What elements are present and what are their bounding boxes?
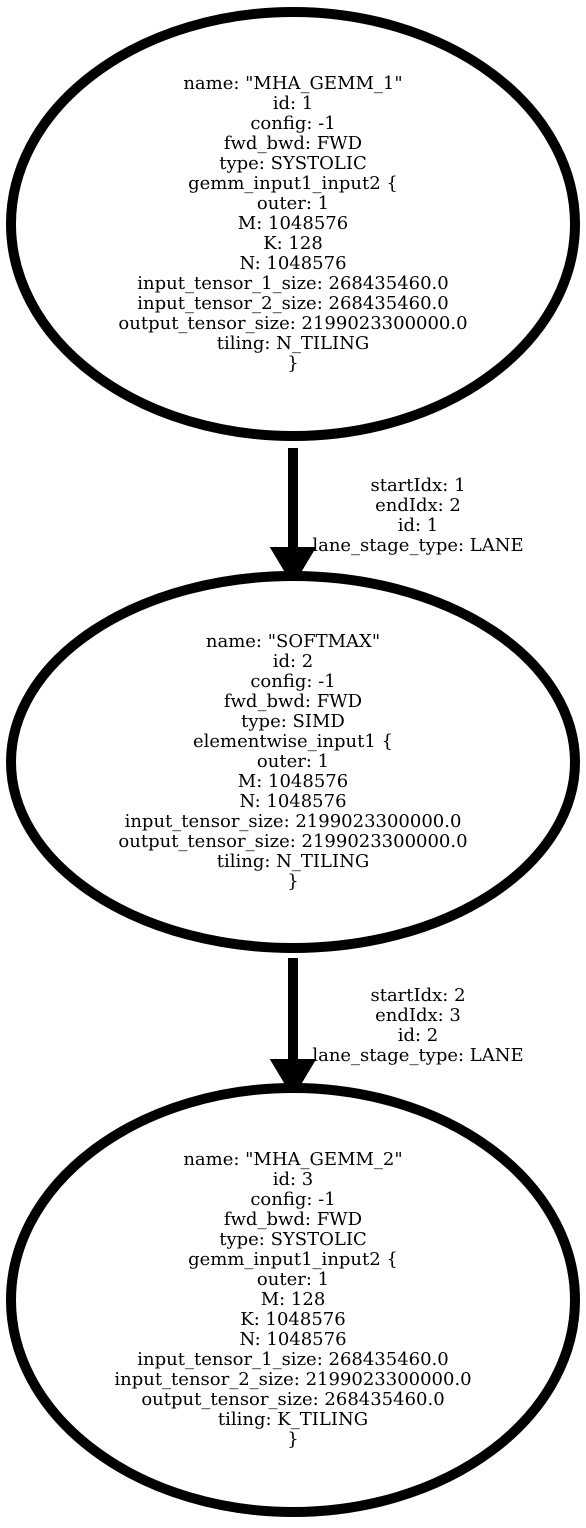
node-label-line: input_tensor_2_size: 268435460.0 — [137, 293, 448, 314]
edge-arrowhead — [269, 547, 317, 586]
node-label-line: input_tensor_size: 2199023300000.0 — [125, 811, 462, 832]
edge-label-line: lane_stage_type: LANE — [312, 1045, 523, 1066]
node-ellipse — [6, 571, 580, 953]
edge-label-line: id: 2 — [398, 1025, 439, 1046]
node-ellipse — [6, 7, 580, 441]
node-label-line: gemm_input1_input2 { — [188, 1249, 398, 1270]
node-label-line: fwd_bwd: FWD — [224, 1209, 362, 1230]
node-label-line: outer: 1 — [257, 193, 329, 214]
node-label-line: id: 3 — [273, 1169, 314, 1190]
node-label-line: M: 1048576 — [238, 213, 348, 234]
node-label-line: name: "MHA_GEMM_2" — [183, 1149, 402, 1170]
node-label-line: output_tensor_size: 268435460.0 — [141, 1389, 444, 1410]
node-label-line: K: 1048576 — [240, 1309, 345, 1330]
node-label-line: id: 2 — [273, 651, 314, 672]
node-label-line: tiling: K_TILING — [218, 1409, 368, 1430]
node-label-line: input_tensor_1_size: 268435460.0 — [137, 1349, 448, 1370]
edge-label-line: endIdx: 3 — [375, 1005, 461, 1026]
node-label-line: config: -1 — [250, 671, 335, 692]
node-label-line: } — [287, 871, 298, 892]
node-label-line: fwd_bwd: FWD — [224, 133, 362, 154]
node-label-line: M: 1048576 — [238, 771, 348, 792]
node-label-line: tiling: N_TILING — [217, 333, 369, 354]
node-label-line: gemm_input1_input2 { — [188, 173, 398, 194]
node-label-line: N: 1048576 — [239, 253, 346, 274]
edge-label-line: lane_stage_type: LANE — [312, 535, 523, 556]
node-label-line: tiling: N_TILING — [217, 851, 369, 872]
node-label-line: type: SIMD — [241, 711, 345, 732]
edge-label-line: startIdx: 2 — [370, 985, 465, 1006]
node-label-line: N: 1048576 — [239, 1329, 346, 1350]
node-label-line: input_tensor_1_size: 268435460.0 — [137, 273, 448, 294]
node-label-line: name: "MHA_GEMM_1" — [183, 73, 402, 94]
node-label-line: input_tensor_2_size: 2199023300000.0 — [114, 1369, 471, 1390]
node-label-line: } — [287, 353, 298, 374]
node-ellipse — [6, 1083, 580, 1517]
edge-label-line: startIdx: 1 — [370, 475, 465, 496]
edge-label-line: id: 1 — [398, 515, 439, 536]
node-label-line: name: "SOFTMAX" — [206, 631, 380, 652]
node-label-line: type: SYSTOLIC — [219, 1229, 367, 1250]
node-label-line: outer: 1 — [257, 751, 329, 772]
edge-label-line: endIdx: 2 — [375, 495, 461, 516]
node-label-line: config: -1 — [250, 1189, 335, 1210]
node-label-line: } — [287, 1429, 298, 1450]
node-label-line: elementwise_input1 { — [193, 731, 393, 752]
node-label-line: K: 128 — [263, 233, 323, 254]
node-label-line: M: 128 — [261, 1289, 326, 1310]
node-label-line: outer: 1 — [257, 1269, 329, 1290]
edge-arrowhead — [269, 1059, 317, 1098]
node-label-line: fwd_bwd: FWD — [224, 691, 362, 712]
node-label-line: id: 1 — [273, 93, 314, 114]
node-label-line: output_tensor_size: 2199023300000.0 — [118, 313, 467, 334]
node-label-line: type: SYSTOLIC — [219, 153, 367, 174]
node-label-line: output_tensor_size: 2199023300000.0 — [118, 831, 467, 852]
node-label-line: N: 1048576 — [239, 791, 346, 812]
node-label-line: config: -1 — [250, 113, 335, 134]
